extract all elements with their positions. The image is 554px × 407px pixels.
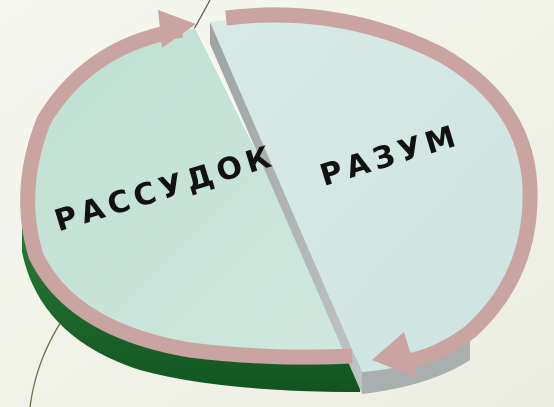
right-cycle-arrowhead — [372, 332, 418, 378]
right-segment-face — [210, 18, 535, 373]
left-cycle-arrow-shaft — [20, 22, 353, 365]
left-segment-side — [22, 222, 360, 392]
left-cycle-arrowhead — [158, 10, 196, 48]
left-segment-face — [24, 28, 361, 359]
right-segment-bottom-side — [362, 340, 470, 394]
right-cycle-arrow-shaft — [225, 7, 538, 370]
right-segment-inner-side — [210, 22, 362, 394]
